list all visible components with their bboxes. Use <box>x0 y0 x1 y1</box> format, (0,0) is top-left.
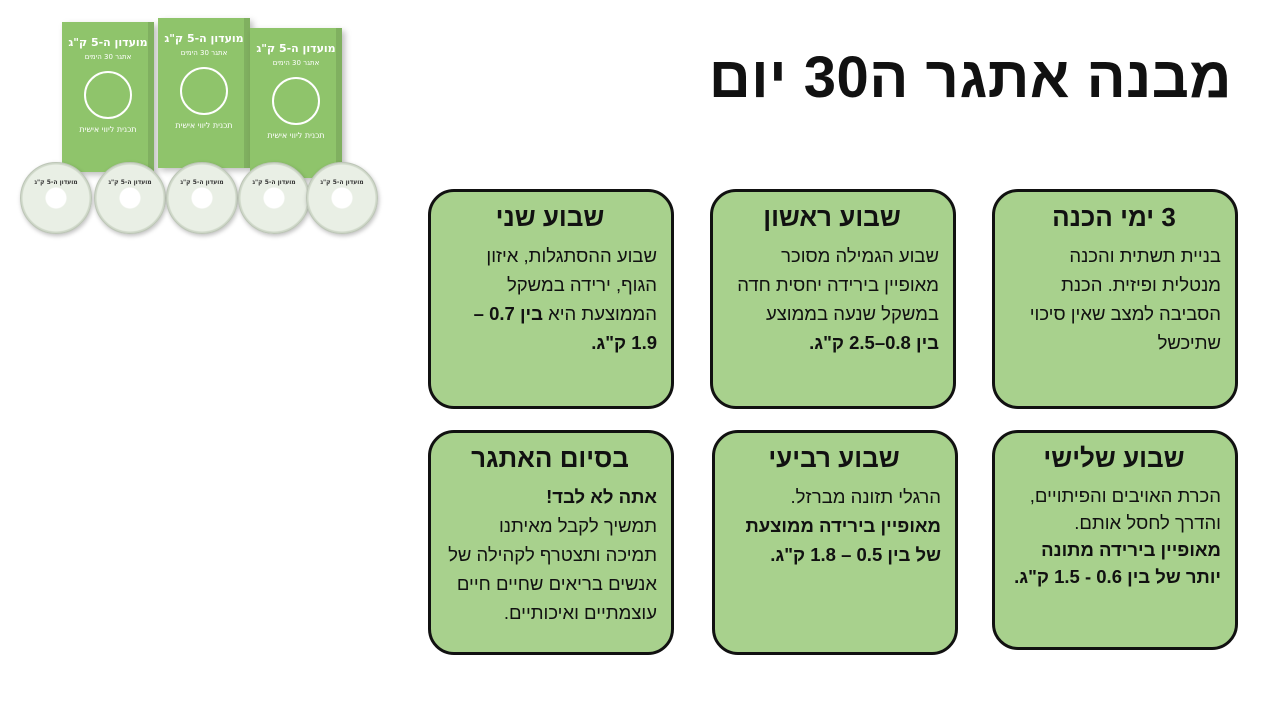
product-box: מועדון ה-5 ק"ג אתגר 30 הימים תכנית ליווי… <box>158 18 250 168</box>
card-body: שבוע ההסתגלות, איזון הגוף, ירידה במשקל ה… <box>443 241 657 357</box>
card-body: שבוע הגמילה מסוכר מאופיין בירידה יחסית ח… <box>725 241 939 357</box>
cd-disc: מועדון ה-5 ק"ג <box>306 162 378 234</box>
disc-label: מועדון ה-5 ק"ג <box>167 179 237 186</box>
box-subtitle: אתגר 30 הימים <box>250 59 342 67</box>
cd-disc: מועדון ה-5 ק"ג <box>94 162 166 234</box>
box-logo-icon <box>180 67 228 115</box>
card-body: בניית תשתית והכנה מנטלית ופיזית. הכנת הס… <box>1007 241 1221 357</box>
card-week-3: שבוע שלישי הכרת האויבים והפיתויים, והדרך… <box>992 430 1238 650</box>
box-subtitle: אתגר 30 הימים <box>158 49 250 57</box>
box-subtitle: אתגר 30 הימים <box>62 53 154 61</box>
product-box: מועדון ה-5 ק"ג אתגר 30 הימים תכנית ליווי… <box>250 28 342 178</box>
card-highlight: מאופיין בירידה מתונה יותר של בין 0.6 - 1… <box>1014 539 1221 587</box>
card-highlight: בין 0.8–2.5 ק"ג. <box>809 332 939 353</box>
card-text: שבוע הגמילה מסוכר מאופיין בירידה יחסית ח… <box>737 245 939 324</box>
card-text: בניית תשתית והכנה מנטלית ופיזית. הכנת הס… <box>1030 245 1221 353</box>
card-highlight: אתה לא לבד! <box>546 486 657 507</box>
card-title: שבוע ראשון <box>725 202 939 233</box>
box-text: תכנית ליווי אישית <box>158 121 250 130</box>
box-logo-icon <box>272 77 320 125</box>
card-body: הרגלי תזונה מברזל. מאופיין בירידה ממוצעת … <box>727 482 941 569</box>
card-highlight: מאופיין בירידה ממוצעת של בין 0.5 – 1.8 ק… <box>745 515 941 565</box>
card-body: הכרת האויבים והפיתויים, והדרך לחסל אותם.… <box>1007 482 1221 590</box>
box-text: תכנית ליווי אישית <box>250 131 342 140</box>
card-title: בסיום האתגר <box>443 443 657 474</box>
card-challenge-end: בסיום האתגר אתה לא לבד! תמשיך לקבל מאיתנו… <box>428 430 674 655</box>
cd-disc: מועדון ה-5 ק"ג <box>166 162 238 234</box>
card-week-1: שבוע ראשון שבוע הגמילה מסוכר מאופיין ביר… <box>710 189 956 409</box>
product-box: מועדון ה-5 ק"ג אתגר 30 הימים תכנית ליווי… <box>62 22 154 172</box>
card-prep-days: 3 ימי הכנה בניית תשתית והכנה מנטלית ופיז… <box>992 189 1238 409</box>
disc-label: מועדון ה-5 ק"ג <box>307 179 377 186</box>
product-image: מועדון ה-5 ק"ג אתגר 30 הימים תכנית ליווי… <box>18 12 388 237</box>
card-text: תמשיך לקבל מאיתנו תמיכה ותצטרף לקהילה של… <box>448 515 657 623</box>
box-title: מועדון ה-5 ק"ג <box>250 42 342 55</box>
box-title: מועדון ה-5 ק"ג <box>62 36 154 49</box>
cd-disc: מועדון ה-5 ק"ג <box>20 162 92 234</box>
cd-disc: מועדון ה-5 ק"ג <box>238 162 310 234</box>
card-title: שבוע שני <box>443 202 657 233</box>
page-title: מבנה אתגר ה30 יום <box>709 44 1232 111</box>
card-title: שבוע שלישי <box>1007 443 1221 474</box>
card-week-2: שבוע שני שבוע ההסתגלות, איזון הגוף, יריד… <box>428 189 674 409</box>
card-body: אתה לא לבד! תמשיך לקבל מאיתנו תמיכה ותצטר… <box>443 482 657 627</box>
disc-label: מועדון ה-5 ק"ג <box>95 179 165 186</box>
card-title: 3 ימי הכנה <box>1007 202 1221 233</box>
box-title: מועדון ה-5 ק"ג <box>158 32 250 45</box>
card-text: הכרת האויבים והפיתויים, והדרך לחסל אותם. <box>1030 485 1221 533</box>
disc-label: מועדון ה-5 ק"ג <box>21 179 91 186</box>
card-title: שבוע רביעי <box>727 443 941 474</box>
box-logo-icon <box>84 71 132 119</box>
card-text: הרגלי תזונה מברזל. <box>791 486 941 507</box>
box-text: תכנית ליווי אישית <box>62 125 154 134</box>
card-week-4: שבוע רביעי הרגלי תזונה מברזל. מאופיין ביר… <box>712 430 958 655</box>
disc-label: מועדון ה-5 ק"ג <box>239 179 309 186</box>
